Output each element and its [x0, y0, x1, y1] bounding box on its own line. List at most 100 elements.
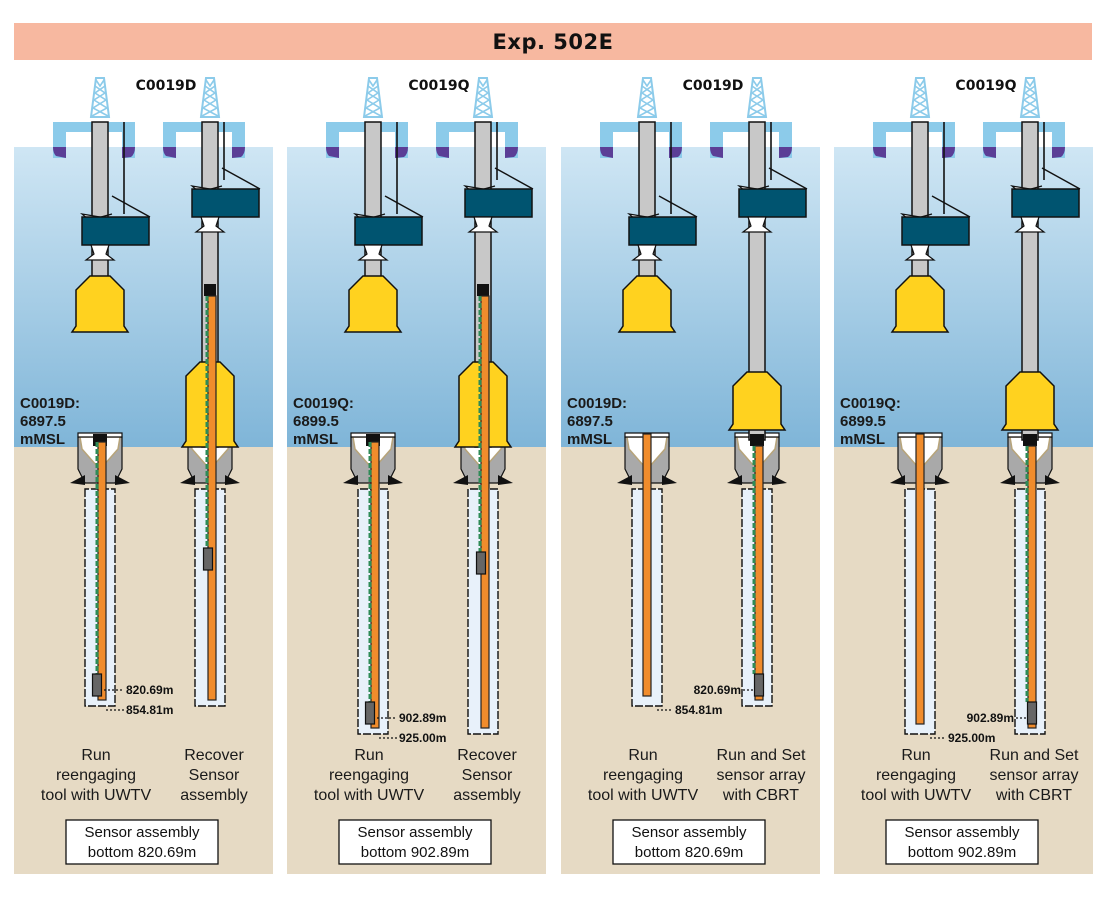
step-caption: Run and Set [990, 747, 1080, 764]
depth-label: 902.89m [399, 711, 446, 725]
seafloor-elevation-label: C0019Q: [293, 395, 354, 412]
uwtv-body [354, 216, 423, 246]
pontoon-right [232, 147, 245, 158]
step-caption: sensor array [990, 767, 1079, 784]
summary-line: Sensor assembly [904, 824, 1020, 841]
summary-line: bottom 902.89m [361, 844, 469, 861]
reentry-tool-funnel [70, 275, 130, 333]
sensor-summary-box [65, 819, 219, 865]
uwtv-camera-frame [79, 195, 151, 261]
sensor-string [642, 433, 652, 697]
wing-left [343, 475, 358, 485]
depth-label: 925.00m [948, 731, 995, 745]
step-caption: Run and Set [717, 747, 807, 764]
bottom-plug [202, 547, 214, 571]
pontoon-right [122, 147, 135, 158]
seafloor [561, 447, 820, 874]
wing-right [935, 475, 950, 485]
depth-label: 854.81m [675, 703, 722, 717]
sensor-string [915, 433, 925, 725]
sensor-string [97, 441, 107, 701]
uwtv-body [464, 188, 533, 218]
seafloor-elevation-label: mMSL [840, 431, 885, 448]
panel-2: C0019QC0019Q:6899.5mMSL902.89m925.00mRun… [287, 77, 546, 874]
expedition-header: Exp. 502E [14, 23, 1092, 60]
reentry-tool-funnel [890, 275, 950, 333]
sensor-summary-box [885, 819, 1039, 865]
wing-right [225, 475, 240, 485]
reentry-tool-funnel [1000, 371, 1060, 431]
wing-right [1045, 475, 1060, 485]
summary-line: bottom 820.69m [635, 844, 743, 861]
guide-sleeve [357, 244, 389, 261]
step-caption: tool with UWTV [41, 787, 152, 804]
drilling-rig-icon [873, 77, 955, 158]
pontoon-right [669, 147, 682, 158]
step-caption: with CBRT [722, 787, 799, 804]
panel-3: C0019DC0019D:6897.5mMSL854.81mRunreengag… [561, 77, 820, 874]
wing-right [662, 475, 677, 485]
summary-line: Sensor assembly [357, 824, 473, 841]
step-caption: Run [901, 747, 930, 764]
step-caption: Run [81, 747, 110, 764]
pontoon-right [505, 147, 518, 158]
step-caption: reengaging [876, 767, 956, 784]
reentry-tool-funnel [727, 371, 787, 431]
site-label: C0019D [136, 78, 197, 94]
wing-right [498, 475, 513, 485]
bottom-plug [1026, 701, 1038, 725]
seafloor-elevation-label: mMSL [293, 431, 338, 448]
seafloor-elevation-label: mMSL [20, 431, 65, 448]
guide-sleeve [194, 216, 226, 233]
step-caption: Recover [457, 747, 517, 764]
pontoon-right [395, 147, 408, 158]
summary-line: Sensor assembly [631, 824, 747, 841]
guide-sleeve [631, 244, 663, 261]
depth-label: 820.69m [694, 683, 741, 697]
seafloor-elevation-label: C0019D: [567, 395, 627, 412]
seafloor [287, 447, 546, 874]
pontoon-left [983, 147, 996, 158]
drilling-rig-icon [326, 77, 408, 158]
uwtv-camera-frame [736, 167, 808, 233]
bottom-plug [753, 673, 765, 697]
pontoon-left [53, 147, 66, 158]
uwtv-body [628, 216, 697, 246]
uwtv-camera-frame [189, 167, 261, 233]
uwtv-camera-frame [899, 195, 971, 261]
reentry-tool-head [477, 284, 489, 296]
wing-right [115, 475, 130, 485]
reentry-tool-funnel [343, 275, 403, 333]
uwtv-body [81, 216, 150, 246]
guide-sleeve [84, 244, 116, 261]
pontoon-left [326, 147, 339, 158]
step-caption: tool with UWTV [588, 787, 699, 804]
wing-left [890, 475, 905, 485]
reentry-tool-head [750, 434, 764, 446]
uwtv-body [1011, 188, 1080, 218]
step-caption: Sensor [462, 767, 513, 784]
depth-label: 820.69m [126, 683, 173, 697]
summary-line: Sensor assembly [84, 824, 200, 841]
uwtv-body [738, 188, 807, 218]
sensor-summary-box [612, 819, 766, 865]
uwtv-camera-frame [352, 195, 424, 261]
sensor-string [370, 441, 380, 729]
depth-label: 925.00m [399, 731, 446, 745]
uwtv-body [901, 216, 970, 246]
panel-1: C0019DC0019D:6897.5mMSL820.69m854.81mRun… [14, 77, 273, 874]
guide-sleeve [467, 216, 499, 233]
uwtv-camera-frame [626, 195, 698, 261]
bottom-plug [91, 673, 103, 697]
guide-sleeve [741, 216, 773, 233]
bottom-plug [475, 551, 487, 575]
step-caption: reengaging [329, 767, 409, 784]
step-caption: Recover [184, 747, 244, 764]
pontoon-left [710, 147, 723, 158]
uwtv-camera-frame [1009, 167, 1081, 233]
